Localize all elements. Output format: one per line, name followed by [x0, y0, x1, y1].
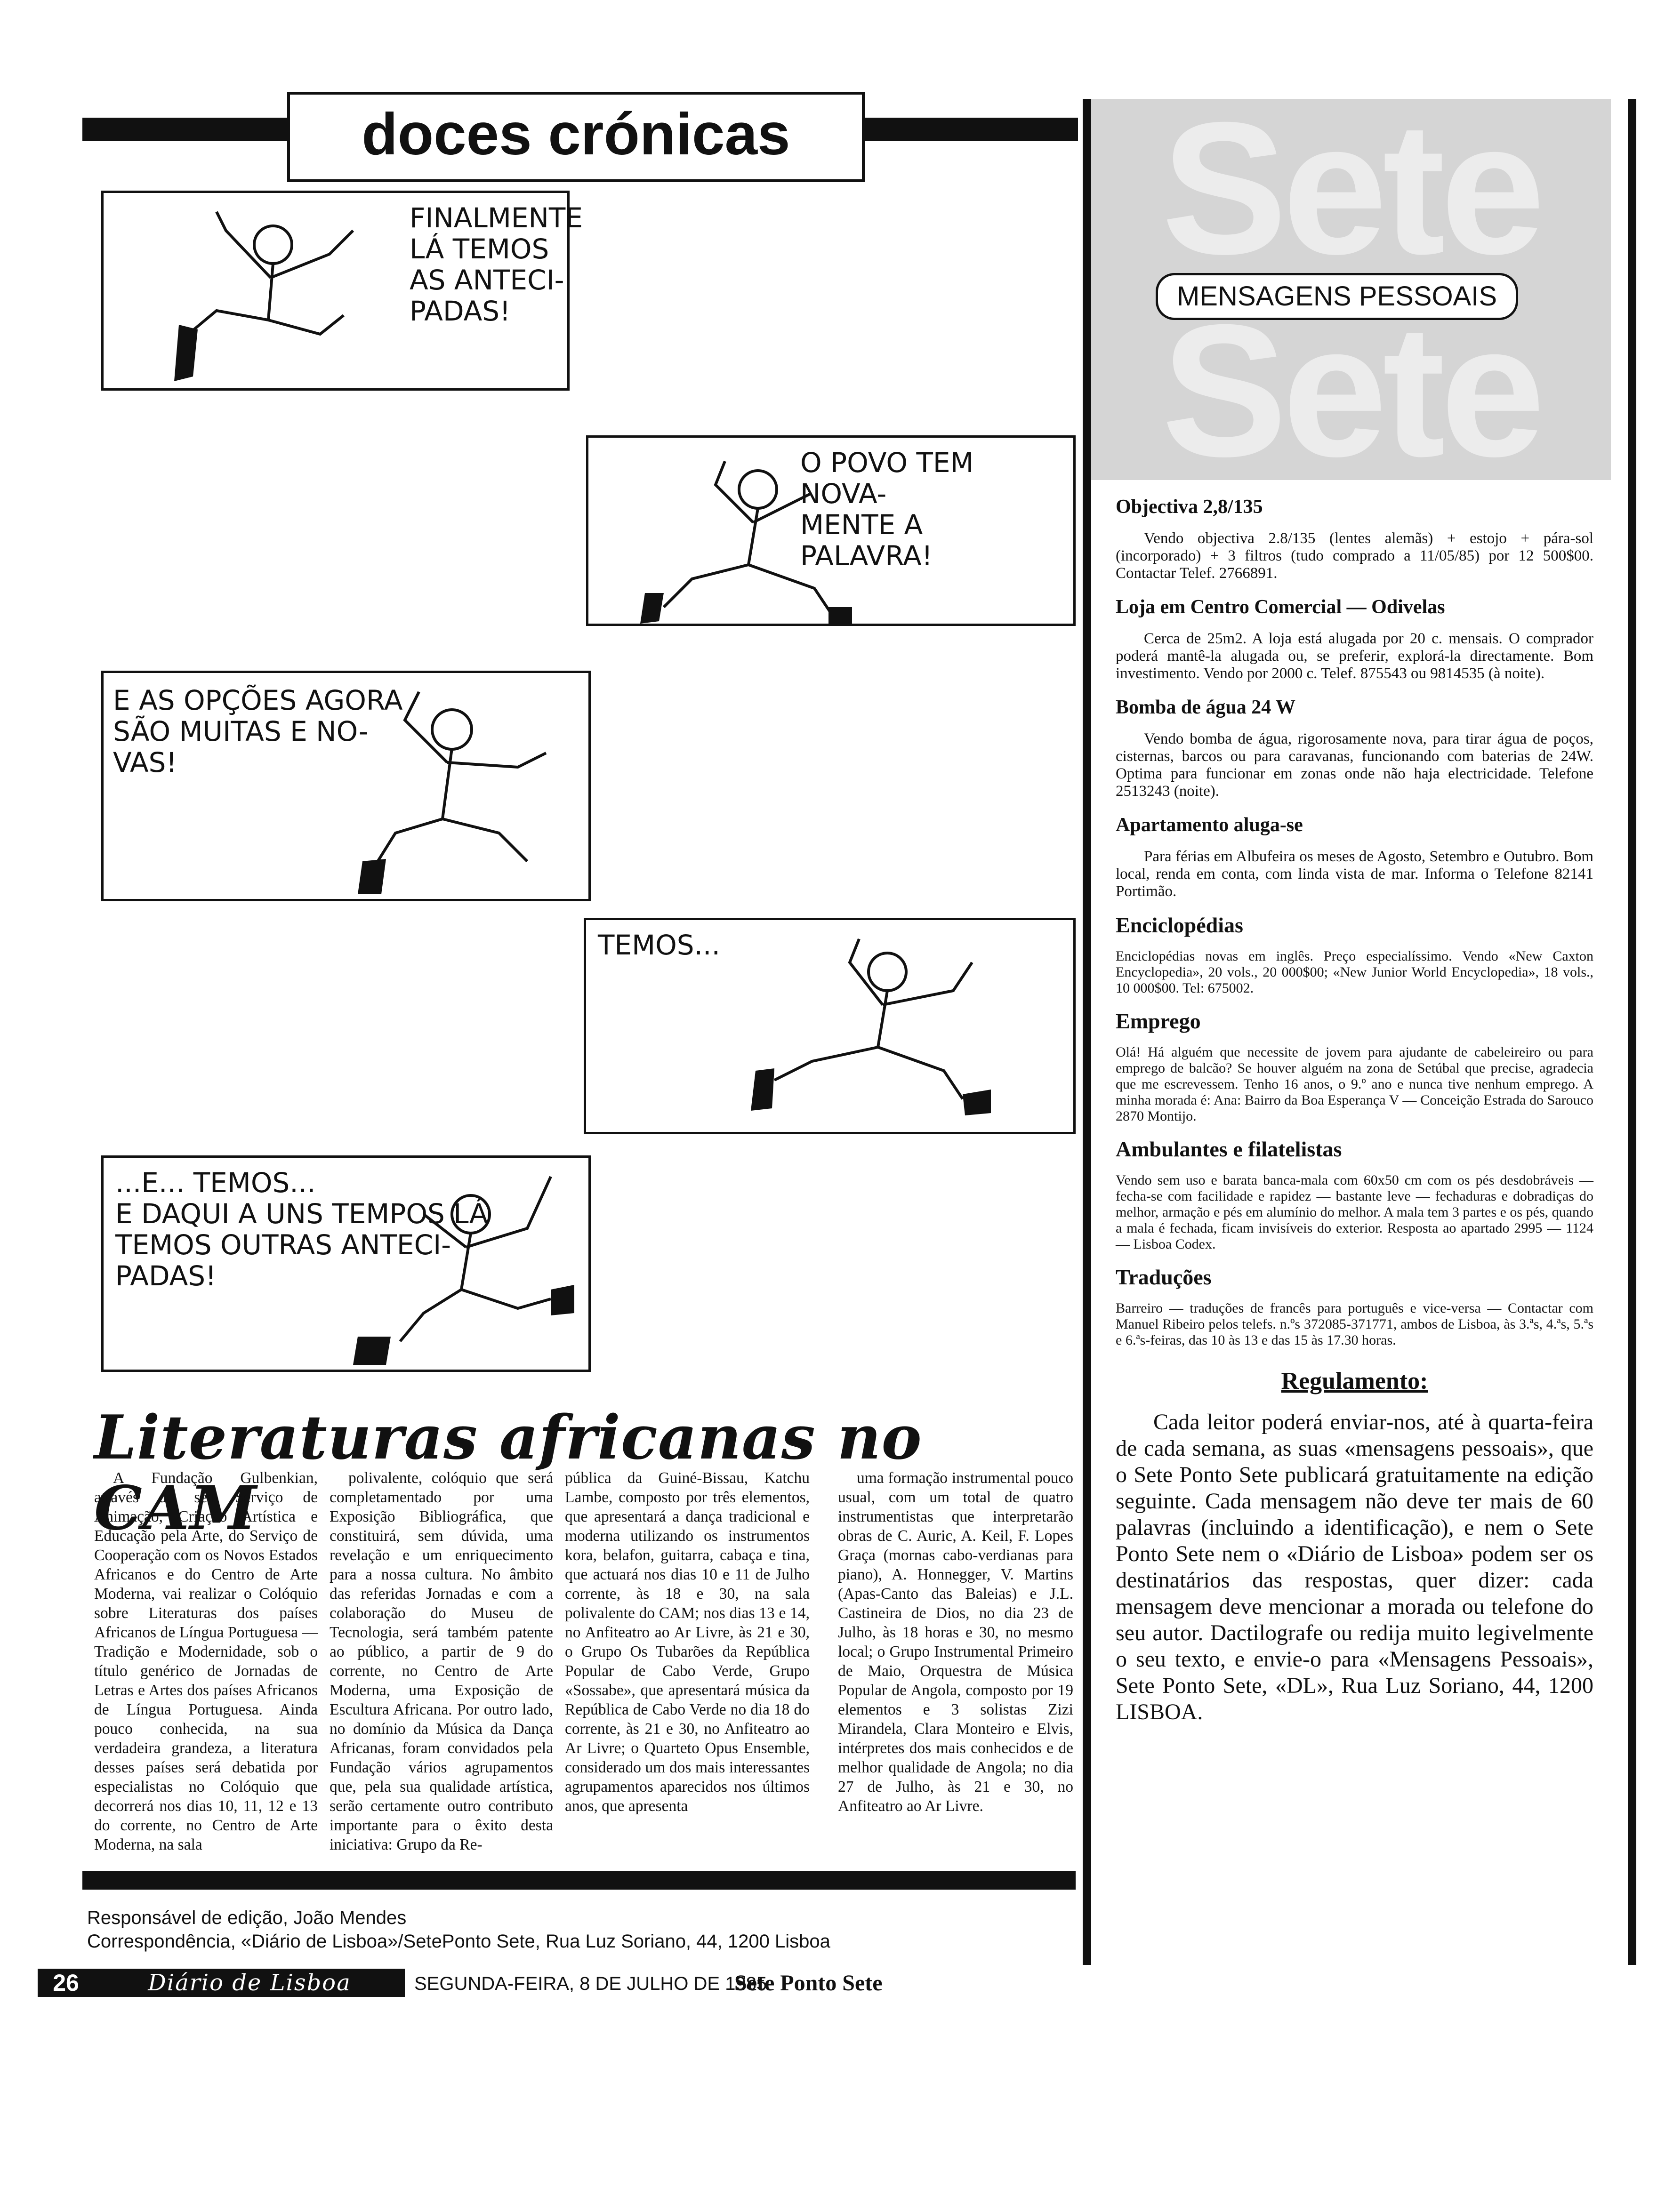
- sete-logo-bottom: Sete: [1161, 285, 1545, 481]
- editor-credit: Responsável de edição, João Mendes: [87, 1907, 407, 1928]
- sete-logo-top: Sete: [1161, 99, 1545, 293]
- dancing-man-illustration: [174, 211, 354, 381]
- ad-body: Vendo bomba de água, rigorosamente nova,…: [1116, 730, 1593, 800]
- article-text: uma formação instrumental pouco usual, c…: [838, 1469, 1073, 1815]
- article-text: polivalente, colóquio que será completam…: [330, 1469, 553, 1853]
- comic-panel-4: TEMOS...: [584, 918, 1076, 1134]
- dancing-man-illustration: [358, 691, 547, 894]
- comic-panel-2: O POVO TEM NOVA- MENTE A PALAVRA!: [586, 435, 1076, 626]
- ad-title: Traduções: [1116, 1265, 1212, 1289]
- ad-title: Emprego: [1116, 1009, 1201, 1033]
- ad-title: Objectiva 2,8/135: [1116, 496, 1263, 518]
- header-bar-right: [861, 118, 1078, 141]
- comic-panel-1: FINALMENTE LÁ TEMOS AS ANTECI- PADAS!: [101, 191, 583, 391]
- ad-body: Vendo sem uso e barata banca-mala com 60…: [1116, 1172, 1593, 1252]
- issue-date: SEGUNDA-FEIRA, 8 DE JULHO DE 1985: [414, 1973, 767, 1994]
- speech-text-5: ...E... TEMOS... E DAQUI A UNS TEMPOS LÁ…: [115, 1167, 488, 1292]
- article-column-4: uma formação instrumental pouco usual, c…: [838, 1468, 1073, 1883]
- dancing-man-illustration: [640, 460, 852, 624]
- dancing-man-illustration: [751, 938, 991, 1115]
- ad-body: Enciclopédias novas em inglês. Preço esp…: [1116, 948, 1593, 996]
- section-label: MENSAGENS PESSOAIS: [1156, 273, 1518, 320]
- header-bar-left: [82, 118, 287, 141]
- speech-text-2: O POVO TEM NOVA- MENTE A PALAVRA!: [800, 447, 974, 572]
- column-title: doces crónicas: [287, 92, 865, 182]
- page-number: 26: [38, 1969, 94, 1997]
- ad-body: Barreiro — traduções de francês para por…: [1116, 1300, 1593, 1348]
- ad-body: Cerca de 25m2. A loja está alugada por 2…: [1116, 630, 1593, 682]
- newspaper-name: Diário de Lisboa: [94, 1969, 405, 1997]
- speech-text-4: TEMOS...: [598, 929, 720, 961]
- ad-body: Para férias em Albufeira os meses de Ago…: [1116, 848, 1593, 900]
- ad-title: Enciclopédias: [1116, 913, 1243, 937]
- article-text: pública da Guiné-Bissau, Katchu Lambe, c…: [565, 1469, 810, 1815]
- ad-body: Vendo objectiva 2.8/135 (lentes alemãs) …: [1116, 530, 1593, 582]
- ad-title: Ambulantes e filatelistas: [1116, 1137, 1342, 1161]
- article-text: A Fundação Gulbenkian, através do seu Se…: [94, 1469, 318, 1853]
- ad-title: Bomba de água 24 W: [1116, 697, 1295, 718]
- personal-messages-column: [1083, 99, 1636, 1965]
- regulamento-body: Cada leitor poderá enviar-nos, até à qua…: [1116, 1410, 1593, 1724]
- article-column-3: pública da Guiné-Bissau, Katchu Lambe, c…: [565, 1468, 810, 1883]
- correspondence-address: Correspondência, «Diário de Lisboa»/Sete…: [87, 1931, 830, 1952]
- comic-panel-5: ...E... TEMOS... E DAQUI A UNS TEMPOS LÁ…: [101, 1155, 591, 1372]
- ad-body: Olá! Há alguém que necessite de jovem pa…: [1116, 1044, 1593, 1124]
- comic-panel-3: E AS OPÇÕES AGORA SÃO MUITAS E NO- VAS!: [101, 671, 591, 901]
- regulamento-title: Regulamento:: [1281, 1368, 1428, 1395]
- article-column-2: polivalente, colóquio que será completam…: [330, 1468, 553, 1883]
- credits: Responsável de edição, João Mendes Corre…: [87, 1906, 887, 1953]
- article-headline: Literaturas africanas no CAM: [94, 1403, 922, 1544]
- dancing-man-illustration: [353, 1176, 574, 1365]
- ad-title: Loja em Centro Comercial — Odivelas: [1116, 596, 1445, 618]
- article-bottom-rule: [82, 1871, 1076, 1890]
- speech-text-3: E AS OPÇÕES AGORA SÃO MUITAS E NO- VAS!: [113, 684, 403, 778]
- classified-ads: Objectiva 2,8/135 Vendo objectiva 2.8/13…: [1116, 494, 1593, 1725]
- section-name: Sete Ponto Sete: [734, 1971, 883, 1996]
- ad-title: Apartamento aluga-se: [1116, 814, 1303, 836]
- article-column-1: A Fundação Gulbenkian, através do seu Se…: [94, 1468, 318, 1883]
- speech-text-1: FINALMENTE LÁ TEMOS AS ANTECI- PADAS!: [410, 202, 583, 327]
